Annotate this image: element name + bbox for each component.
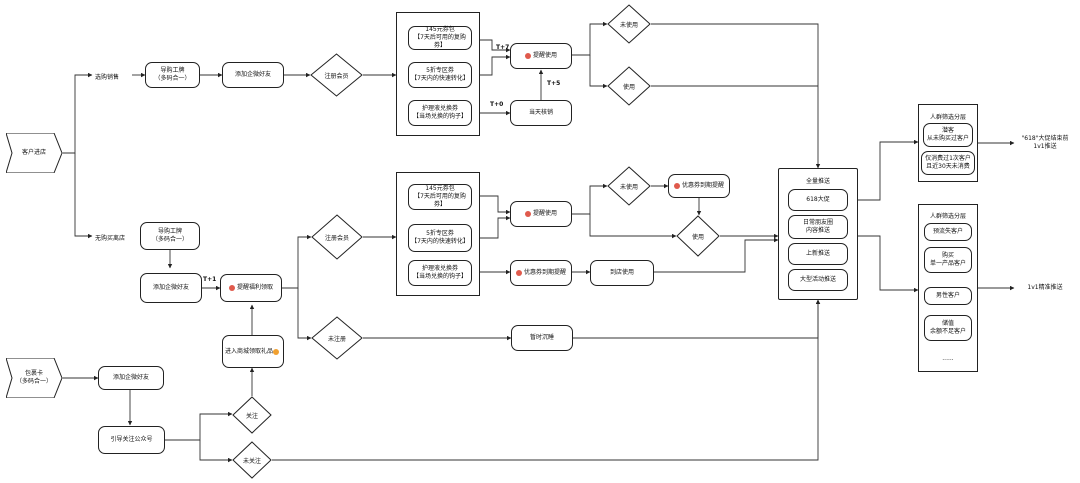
seg-bot-title: 人群筛选分层 <box>929 213 966 220</box>
seg-top-item-prospect: 潜客 从未购买过客户 <box>923 123 973 147</box>
remind-benefit: 提醒福利领取 <box>220 274 282 302</box>
seg-panel-bot: 人群筛选分层 预流失客户 购买 单一产品客户 男性客户 储值 余额不足客户 ..… <box>918 204 978 372</box>
push-item-618: 618大促 <box>788 189 848 211</box>
sameday-verify: 当天核销 <box>510 100 572 126</box>
discount5-top: 5折专区券 【7天内的快速转化】 <box>408 62 472 88</box>
expire-remind-a-label: 优惠券到期提醒 <box>681 182 724 189</box>
edge-label-t5: T+5 <box>547 80 561 87</box>
register-top-diamond: 注册会员 <box>310 53 363 97</box>
package-card-label: 包裹卡 （多码合一） <box>15 370 52 385</box>
edge-label-t1: T+1 <box>203 276 217 283</box>
customer-store-label: 客户进店 <box>21 149 46 156</box>
seg-panel-top: 人群筛选分层 潜客 从未购买过客户 仅消费过1次客户 且近30天未消费 <box>918 104 978 182</box>
edge-label-t7: T+7 <box>496 44 510 51</box>
expire-remind-b-label: 优惠券到期提醒 <box>523 269 566 276</box>
remind-use-top: 提醒使用 <box>510 43 572 69</box>
seg-bot-item-churn: 预流失客户 <box>924 223 972 241</box>
store-use: 到店使用 <box>590 260 654 286</box>
used-mid-label: 使用 <box>691 233 704 241</box>
alarm-icon <box>515 270 522 276</box>
remind-benefit-label: 提醒福利领取 <box>236 284 273 291</box>
unused-mid-diamond: 未使用 <box>607 166 651 206</box>
unused-mid-label: 未使用 <box>619 183 638 191</box>
follow-diamond: 关注 <box>232 396 272 434</box>
register-mid-diamond: 注册会员 <box>311 214 363 260</box>
register-top-label: 注册会员 <box>324 72 349 80</box>
unused-top-label: 未使用 <box>619 21 638 29</box>
no-purchase-label: 无购买离店 <box>95 235 126 242</box>
remind-use-mid: 提醒使用 <box>510 201 572 227</box>
alarm-icon <box>524 53 531 59</box>
add-wechat-mid: 添加企微好友 <box>140 273 202 303</box>
after-618-push: "618"大促结束前 1v1推送 <box>1021 135 1069 150</box>
precise-push: 1v1精准推送 <box>1027 284 1063 291</box>
push-item-event: 大型活动推送 <box>788 269 848 291</box>
expire-remind-b: 优惠券到期提醒 <box>510 260 572 286</box>
add-wechat-top: 添加企微好友 <box>222 62 284 88</box>
shop-sale-label: 选购销售 <box>95 74 120 81</box>
not-register-diamond: 未注册 <box>311 316 363 360</box>
not-register-label: 未注册 <box>327 335 346 343</box>
guide-badge-top: 导购工牌 （多码合一） <box>145 62 200 88</box>
alarm-icon <box>673 183 680 189</box>
temp-dormant: 暂时沉睡 <box>511 325 573 351</box>
remind-use-top-label: 提醒使用 <box>532 52 557 59</box>
voucher145-top: 145元券包 【7天后可用的复购券】 <box>408 26 472 50</box>
seg-bot-item-male: 男性客户 <box>924 287 972 305</box>
edge-label-t0: T+0 <box>490 101 504 108</box>
package-card-shape: 包裹卡 （多码合一） <box>5 357 63 399</box>
add-wechat-bot: 添加企微好友 <box>98 366 164 390</box>
guide-badge-mid: 导购工牌 （多码合一） <box>140 222 200 250</box>
register-mid-label: 注册会员 <box>324 234 349 242</box>
seg-bot-item-balance: 储值 余额不足客户 <box>924 315 972 341</box>
voucher145-mid: 145元券包 【7天后可用的复购券】 <box>408 184 472 210</box>
expire-remind-a: 优惠券到期提醒 <box>668 174 730 198</box>
gift-icon <box>273 348 279 355</box>
not-follow-diamond: 未关注 <box>232 441 272 479</box>
push-item-new: 上新推送 <box>788 243 848 265</box>
seg-bot-more: ...... <box>942 355 954 362</box>
remind-use-mid-label: 提醒使用 <box>532 210 557 217</box>
discount5-mid: 5折专区券 【7天内的快速转化】 <box>408 224 472 252</box>
follow-label: 关注 <box>245 412 258 420</box>
alarm-icon <box>228 285 235 291</box>
not-follow-label: 未关注 <box>242 457 261 465</box>
seg-top-title: 人群筛选分层 <box>929 114 966 121</box>
push-panel: 全量推送 618大促 日常朋友圈 内容推送 上新推送 大型活动推送 <box>778 168 858 300</box>
seg-top-item-once: 仅消费过1次客户 且近30天未消费 <box>921 151 975 175</box>
used-top-diamond: 使用 <box>607 66 651 106</box>
used-top-label: 使用 <box>622 83 635 91</box>
mall-gift-label: 进入商城领取礼品 <box>224 347 273 355</box>
push-item-moments: 日常朋友圈 内容推送 <box>788 215 848 239</box>
customer-store-shape: 客户进店 <box>5 132 63 174</box>
guide-follow: 引导关注公众号 <box>98 426 165 454</box>
push-panel-title: 全量推送 <box>805 178 830 185</box>
alarm-icon <box>524 211 531 217</box>
used-mid-diamond: 使用 <box>676 215 720 257</box>
unused-top-diamond: 未使用 <box>607 4 651 44</box>
seg-bot-item-single: 购买 单一产品客户 <box>924 247 972 273</box>
mall-gift: 进入商城领取礼品 <box>222 335 284 368</box>
care-top: 护理液兑换券 【当场兑换的钩子】 <box>408 100 472 126</box>
care-mid: 护理液兑换券 【当场兑换的钩子】 <box>408 260 472 286</box>
